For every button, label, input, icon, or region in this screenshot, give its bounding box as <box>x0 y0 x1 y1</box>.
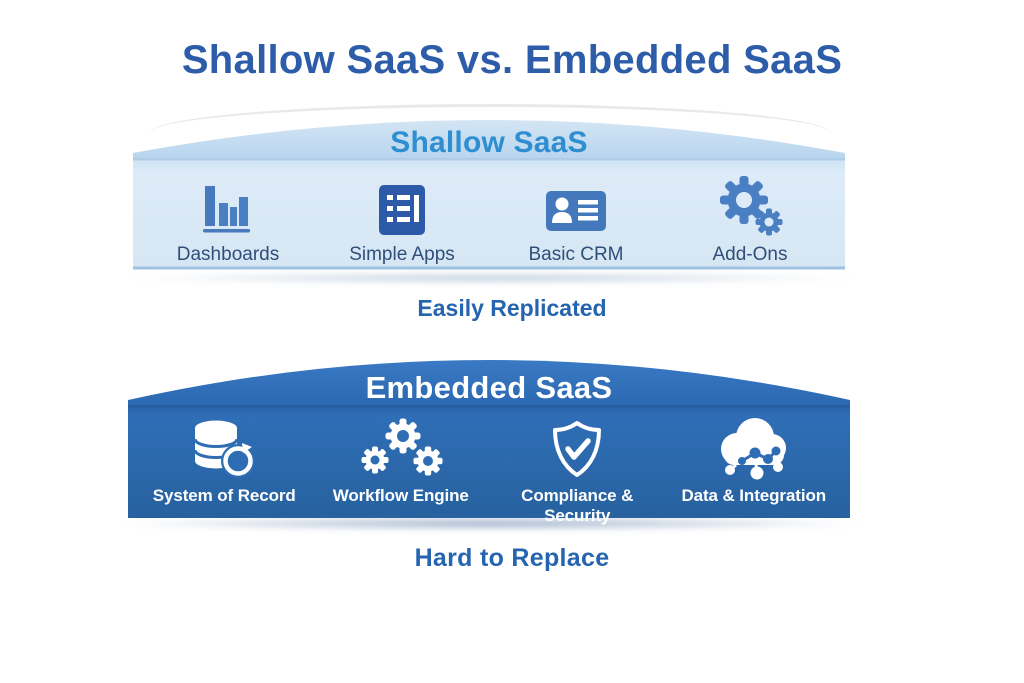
embedded-panel-shape <box>128 360 850 518</box>
embedded-item-label: Data & Integration <box>681 486 827 505</box>
shallow-item-basic-crm: Basic CRM <box>489 172 663 266</box>
cloud-network-icon <box>666 413 843 481</box>
bar-chart-icon <box>141 172 315 236</box>
shallow-item-label: Dashboards <box>176 244 280 265</box>
page-title: Shallow SaaS vs. Embedded SaaS <box>181 38 843 82</box>
shallow-item-label: Add-Ons <box>712 244 788 265</box>
embedded-icons-row: System of Record <box>128 413 850 526</box>
embedded-saas-panel: Embedded SaaS <box>128 355 850 525</box>
workflow-gears-icon <box>313 413 490 481</box>
database-sync-icon <box>136 413 313 481</box>
id-card-icon <box>489 172 663 236</box>
embedded-item-compliance-security: Compliance & Security <box>489 413 666 526</box>
embedded-item-label: Workflow Engine <box>332 486 469 505</box>
embedded-item-workflow-engine: Workflow Engine <box>313 413 490 526</box>
embedded-panel-shadow <box>112 516 868 531</box>
embedded-item-data-integration: Data & Integration <box>666 413 843 526</box>
list-app-icon <box>315 172 489 236</box>
easily-replicated-caption: Easily Replicated <box>417 295 607 321</box>
shallow-item-simple-apps: Simple Apps <box>315 172 489 266</box>
hard-to-replace-caption: Hard to Replace <box>414 544 610 572</box>
shallow-saas-panel: Shallow SaaS Dashboards <box>133 117 845 272</box>
shallow-panel-shape <box>133 120 845 270</box>
embedded-item-system-of-record: System of Record <box>136 413 313 526</box>
shield-check-icon <box>489 413 666 481</box>
shallow-item-label: Basic CRM <box>528 244 624 265</box>
embedded-item-label: System of Record <box>152 486 296 505</box>
embedded-item-label: Compliance & Security <box>521 486 634 525</box>
shallow-item-dashboards: Dashboards <box>141 172 315 266</box>
shallow-icons-row: Dashboards <box>133 172 845 266</box>
shallow-panel-shadow <box>118 272 862 284</box>
shallow-saas-header: Shallow SaaS <box>390 126 588 159</box>
shallow-item-add-ons: Add-Ons <box>663 172 837 266</box>
dome-shadow-arc <box>150 104 830 133</box>
embedded-saas-header: Embedded SaaS <box>365 370 613 405</box>
shallow-item-label: Simple Apps <box>349 244 455 265</box>
gears-icon <box>663 172 837 236</box>
